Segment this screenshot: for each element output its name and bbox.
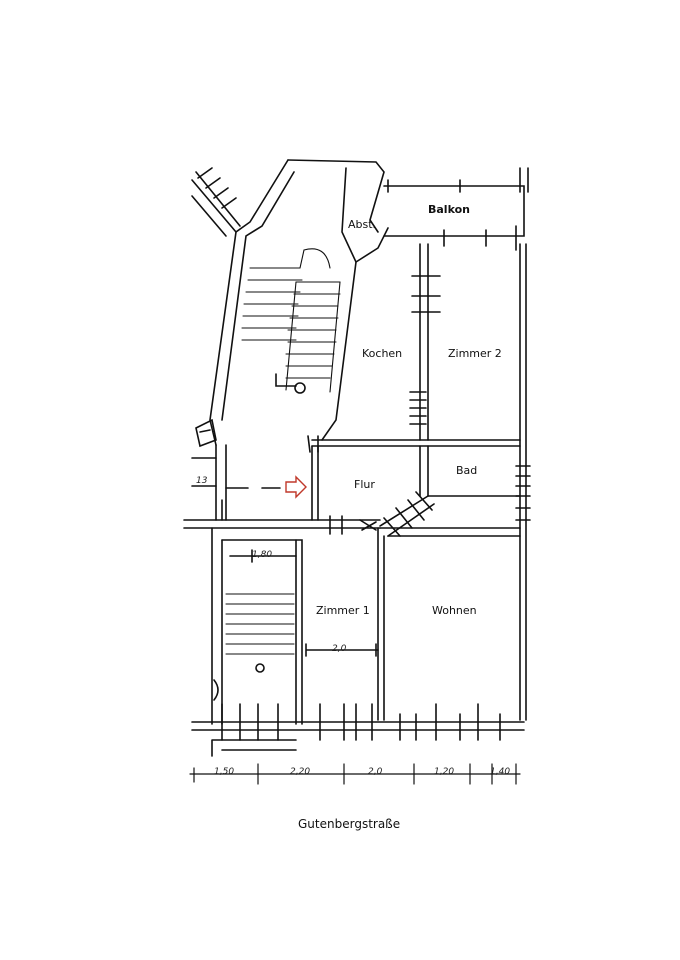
lower-rooms xyxy=(191,527,525,757)
upper-stairwell xyxy=(191,159,389,453)
room-label-abst: Abst. xyxy=(348,218,377,231)
room-label-wohnen: Wohnen xyxy=(432,604,477,617)
dimension-line xyxy=(189,763,521,785)
room-label-bad: Bad xyxy=(456,464,478,477)
dimension-zimmer1-width: 2,0 xyxy=(332,644,347,654)
room-label-zimmer2: Zimmer 2 xyxy=(448,347,502,360)
dimension-bottom-5: 1,40 xyxy=(490,767,511,777)
dimension-bottom-3: 2,0 xyxy=(368,767,383,777)
room-label-balkon: Balkon xyxy=(428,203,470,216)
dimension-bottom-4: 1,20 xyxy=(434,767,455,777)
apartment-walls xyxy=(183,167,531,721)
dimension-left-mark: 13 xyxy=(196,476,208,486)
dimension-bottom-1: 1,50 xyxy=(214,767,235,777)
street-label: Gutenbergstraße xyxy=(298,817,401,831)
lower-stairwell xyxy=(211,527,303,725)
dimension-stair-width: 1,80 xyxy=(252,550,273,560)
room-label-zimmer1: Zimmer 1 xyxy=(316,604,370,617)
room-label-flur: Flur xyxy=(354,478,375,491)
dimension-bottom-2: 2,20 xyxy=(290,767,311,777)
entrance-arrow xyxy=(285,475,307,499)
room-label-kochen: Kochen xyxy=(362,347,403,360)
